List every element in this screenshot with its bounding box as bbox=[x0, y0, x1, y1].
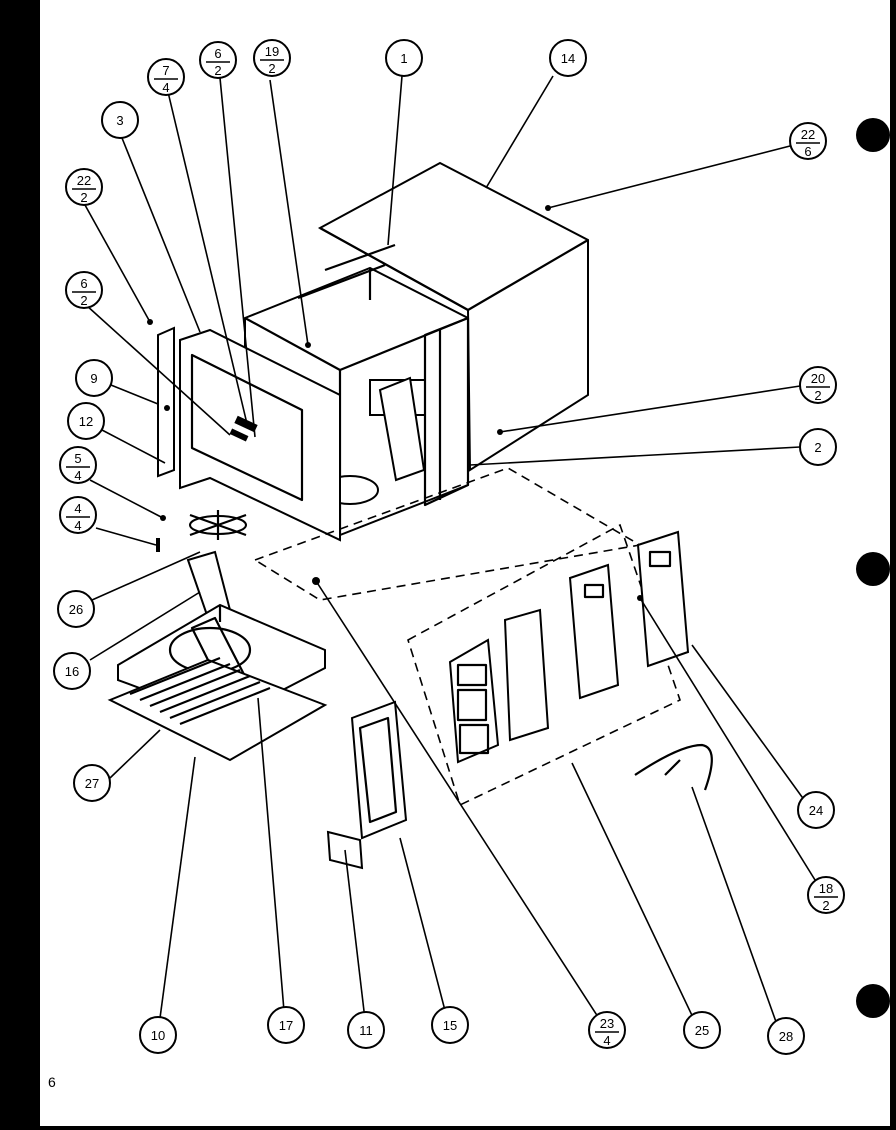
svg-text:22: 22 bbox=[801, 127, 815, 142]
svg-text:4: 4 bbox=[603, 1033, 610, 1048]
svg-text:6: 6 bbox=[804, 144, 811, 159]
svg-text:4: 4 bbox=[162, 80, 169, 95]
callout-14: 14 bbox=[549, 39, 587, 77]
callout-25: 25 bbox=[683, 1011, 721, 1049]
svg-text:18: 18 bbox=[819, 881, 833, 896]
callout-28: 28 bbox=[767, 1017, 805, 1055]
svg-text:11: 11 bbox=[359, 1023, 373, 1038]
svg-text:26: 26 bbox=[69, 602, 83, 617]
circuit-boards bbox=[503, 530, 690, 742]
callout-17: 17 bbox=[267, 1006, 305, 1044]
page-number: 6 bbox=[48, 1074, 56, 1090]
callout-6-2-left: 6 2 bbox=[65, 271, 103, 309]
callout-3: 3 bbox=[101, 101, 139, 139]
svg-text:2: 2 bbox=[214, 63, 221, 78]
front-frame bbox=[179, 328, 341, 542]
svg-text:4: 4 bbox=[74, 468, 81, 483]
callout-27: 27 bbox=[73, 764, 111, 802]
callout-10: 10 bbox=[139, 1016, 177, 1054]
svg-text:3: 3 bbox=[116, 113, 123, 128]
svg-text:27: 27 bbox=[85, 776, 99, 791]
callout-9: 9 bbox=[75, 359, 113, 397]
callout-5-4: 5 4 bbox=[59, 446, 97, 484]
svg-text:19: 19 bbox=[265, 44, 279, 59]
svg-text:4: 4 bbox=[74, 501, 81, 516]
svg-text:28: 28 bbox=[779, 1029, 793, 1044]
svg-text:1: 1 bbox=[400, 51, 407, 66]
callout-7-4: 7 4 bbox=[147, 58, 185, 96]
svg-text:12: 12 bbox=[79, 414, 93, 429]
svg-text:2: 2 bbox=[814, 388, 821, 403]
svg-text:24: 24 bbox=[809, 803, 823, 818]
binder-hole-top bbox=[856, 118, 890, 152]
svg-text:23: 23 bbox=[600, 1016, 614, 1031]
callout-19-2: 19 2 bbox=[253, 39, 291, 77]
callout-16: 16 bbox=[53, 652, 91, 690]
bottom-cover bbox=[107, 656, 328, 762]
callout-18-2: 18 2 bbox=[807, 876, 845, 914]
svg-text:7: 7 bbox=[162, 63, 169, 78]
svg-text:25: 25 bbox=[695, 1023, 709, 1038]
svg-text:16: 16 bbox=[65, 664, 79, 679]
svg-text:20: 20 bbox=[811, 371, 825, 386]
svg-text:2: 2 bbox=[80, 190, 87, 205]
hinge-strip bbox=[157, 326, 175, 478]
svg-text:2: 2 bbox=[80, 293, 87, 308]
diagram-page: 1 14 22 6 19 2 6 2 7 4 3 22 2 6 2 9 12 bbox=[40, 0, 890, 1126]
outer-cabinet bbox=[317, 161, 589, 472]
top-rail bbox=[297, 243, 396, 300]
leader-lines bbox=[84, 75, 821, 1034]
svg-text:6: 6 bbox=[214, 46, 221, 61]
svg-text:14: 14 bbox=[561, 51, 575, 66]
svg-text:17: 17 bbox=[279, 1018, 293, 1033]
svg-text:6: 6 bbox=[80, 276, 87, 291]
svg-text:15: 15 bbox=[443, 1018, 457, 1033]
callout-24: 24 bbox=[797, 791, 835, 829]
callout-22-6: 22 6 bbox=[789, 122, 827, 160]
callout-11: 11 bbox=[347, 1011, 385, 1049]
exploded-parts-diagram: 1 14 22 6 19 2 6 2 7 4 3 22 2 6 2 9 12 bbox=[53, 39, 845, 1055]
binder-hole-bottom bbox=[856, 984, 890, 1018]
control-panel bbox=[350, 700, 408, 840]
callout-20-2: 20 2 bbox=[799, 366, 837, 404]
svg-text:22: 22 bbox=[77, 173, 91, 188]
svg-text:4: 4 bbox=[74, 518, 81, 533]
callout-6-2-top: 6 2 bbox=[199, 41, 237, 79]
svg-text:2: 2 bbox=[268, 61, 275, 76]
svg-text:9: 9 bbox=[90, 371, 97, 386]
callout-12: 12 bbox=[67, 402, 105, 440]
callout-4-4: 4 4 bbox=[59, 496, 97, 534]
svg-text:10: 10 bbox=[151, 1028, 165, 1043]
callout-26: 26 bbox=[57, 590, 95, 628]
svg-text:5: 5 bbox=[74, 451, 81, 466]
binder-hole-middle bbox=[856, 552, 890, 586]
stirrer-antenna bbox=[189, 510, 247, 540]
svg-text:2: 2 bbox=[814, 440, 821, 455]
svg-text:2: 2 bbox=[822, 898, 829, 913]
keypad-board bbox=[448, 638, 500, 764]
callout-1: 1 bbox=[385, 39, 423, 77]
callout-2: 2 bbox=[799, 428, 837, 466]
callout-22-2: 22 2 bbox=[65, 168, 103, 206]
sensor-wire bbox=[634, 743, 713, 791]
callout-15: 15 bbox=[431, 1006, 469, 1044]
callout-23-4: 23 4 bbox=[588, 1011, 626, 1049]
